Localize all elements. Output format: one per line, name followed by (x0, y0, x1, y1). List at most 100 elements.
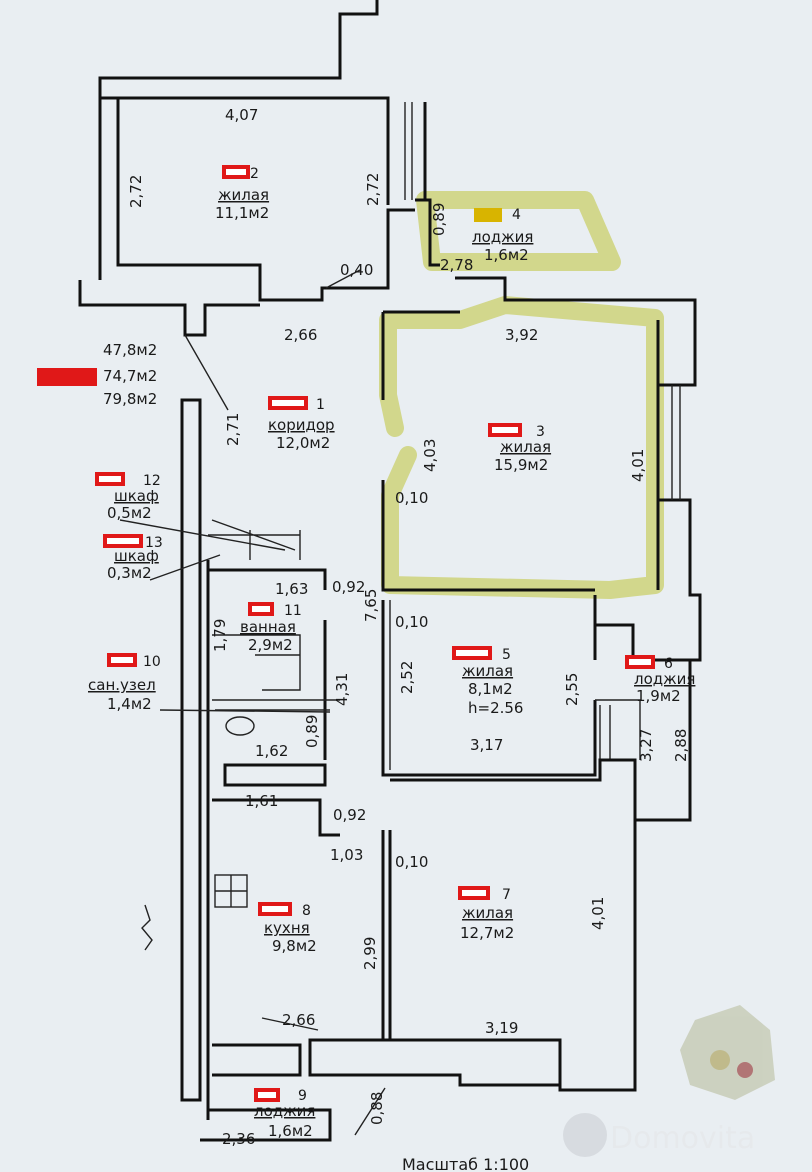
room-number: 1 (316, 397, 325, 413)
room-name: лоджия (472, 228, 533, 246)
domovita-logo-icon (563, 1113, 607, 1157)
room-name: лоджия (254, 1102, 315, 1120)
dimension-label: 1,62 (255, 742, 288, 760)
redacted-marker-inner (258, 1092, 276, 1098)
dimension-label: 4,03 (421, 439, 439, 472)
total-area-no-balcony: 74,7м2 (103, 367, 157, 385)
room-name: ванная (240, 618, 296, 636)
redacted-marker-inner (629, 659, 651, 665)
dimension-label: 2,66 (284, 326, 317, 344)
key-icon (710, 1050, 730, 1070)
room-name: коридор (268, 416, 335, 434)
room-11: 11 ванная 2,9м2 (240, 602, 302, 654)
room-name: жилая (218, 186, 269, 204)
living-area: 47,8м2 (103, 341, 157, 359)
dimension-label: 2,66 (282, 1011, 315, 1029)
dimension-label: 0,89 (430, 203, 448, 236)
redacted-marker-inner (111, 657, 133, 663)
room-number: 13 (145, 535, 163, 551)
dimension-label: 4,07 (225, 106, 258, 124)
room-area: 1,6м2 (484, 246, 529, 264)
room-name: жилая (462, 662, 513, 680)
dimension-label: 0,10 (395, 489, 428, 507)
room-number: 9 (298, 1088, 307, 1104)
room-name: шкаф (114, 547, 159, 565)
redacted-marker-inner (226, 169, 246, 175)
room-4: 4 лоджия 1,6м2 (472, 207, 533, 264)
dimension-label: 2,72 (127, 175, 145, 208)
dimension-label: 2,72 (364, 173, 382, 206)
belarus-map-icon (680, 1005, 775, 1100)
room-number: 2 (250, 166, 259, 182)
redacted-marker-inner (492, 427, 518, 433)
dimension-label: 2,52 (398, 661, 416, 694)
watermark-text: Domovita (610, 1121, 755, 1156)
room-area: 12,0м2 (276, 434, 330, 452)
room-area: 9,8м2 (272, 937, 317, 955)
room-area: 2,9м2 (248, 636, 293, 654)
room-name: лоджия (634, 670, 695, 688)
room-area: 12,7м2 (460, 924, 514, 942)
room-name: сан.узел (88, 676, 156, 694)
scale-label: Масштаб 1:100 (402, 1155, 529, 1172)
redacted-marker (474, 208, 502, 222)
dimension-label: 0,10 (395, 613, 428, 631)
redacted-marker-inner (107, 538, 139, 544)
redacted-marker-inner (252, 606, 270, 612)
room-13: 13 шкаф 0,3м2 (103, 534, 163, 582)
room-8: 8 кухня 9,8м2 (258, 902, 317, 955)
total-area: 79,8м2 (103, 390, 157, 408)
room-area: 1,6м2 (268, 1122, 313, 1140)
room-name: жилая (462, 904, 513, 922)
room-area: 0,5м2 (107, 504, 152, 522)
dimension-label: 4,01 (629, 449, 647, 482)
room-area: 1,4м2 (107, 695, 152, 713)
area-summary: 47,8м2 74,7м2 79,8м2 (37, 341, 157, 408)
room-3: 3 жилая 15,9м2 (488, 423, 551, 474)
redacted-marker-inner (272, 400, 304, 406)
dimension-label: 3,92 (505, 326, 538, 344)
room-12: 12 шкаф 0,5м2 (95, 472, 161, 522)
dimension-label: 1,63 (275, 580, 308, 598)
dimension-label: 0,89 (303, 715, 321, 748)
dimension-label: 1,79 (211, 619, 229, 652)
dimension-label: 0,92 (332, 578, 365, 596)
room-number: 5 (502, 647, 511, 663)
room-number: 4 (512, 207, 521, 223)
room-6: 6 лоджия 1,9м2 (625, 655, 695, 705)
room-height: h=2.56 (468, 699, 523, 717)
room-2: 2 жилая 11,1м2 (215, 165, 269, 222)
dimensions: 4,07 2,72 2,72 0,89 2,78 0,40 2,66 3,92 … (127, 106, 690, 1148)
room-number: 7 (502, 887, 511, 903)
dimension-label: 7,65 (362, 589, 380, 622)
dimension-label: 0,10 (395, 853, 428, 871)
room-area: 15,9м2 (494, 456, 548, 474)
room-number: 6 (664, 656, 673, 672)
room-area: 8,1м2 (468, 680, 513, 698)
room-number: 8 (302, 903, 311, 919)
dimension-label: 4,01 (589, 897, 607, 930)
redacted-marker (37, 368, 97, 386)
room-10: 10 сан.узел 1,4м2 (88, 653, 161, 713)
dimension-label: 1,61 (245, 792, 278, 810)
redacted-marker-inner (456, 650, 488, 656)
room-area: 1,9м2 (636, 687, 681, 705)
room-name: жилая (500, 438, 551, 456)
walls (78, 0, 702, 1142)
redacted-marker-inner (99, 476, 121, 482)
room-number: 10 (143, 654, 161, 670)
dimension-label: 2,99 (361, 937, 379, 970)
room-5: 5 жилая 8,1м2 h=2.56 (452, 646, 523, 717)
room-number: 11 (284, 603, 302, 619)
room-area: 11,1м2 (215, 204, 269, 222)
room-area: 0,3м2 (107, 564, 152, 582)
dimension-label: 2,78 (440, 256, 473, 274)
dimension-label: 3,17 (470, 736, 503, 754)
room-9: 9 лоджия 1,6м2 (254, 1088, 315, 1140)
dimension-label: 3,19 (485, 1019, 518, 1037)
domovita-watermark: Domovita (563, 1005, 775, 1157)
redacted-marker-inner (262, 906, 288, 912)
room-7: 7 жилая 12,7м2 (458, 886, 514, 942)
redacted-marker-inner (462, 890, 486, 896)
